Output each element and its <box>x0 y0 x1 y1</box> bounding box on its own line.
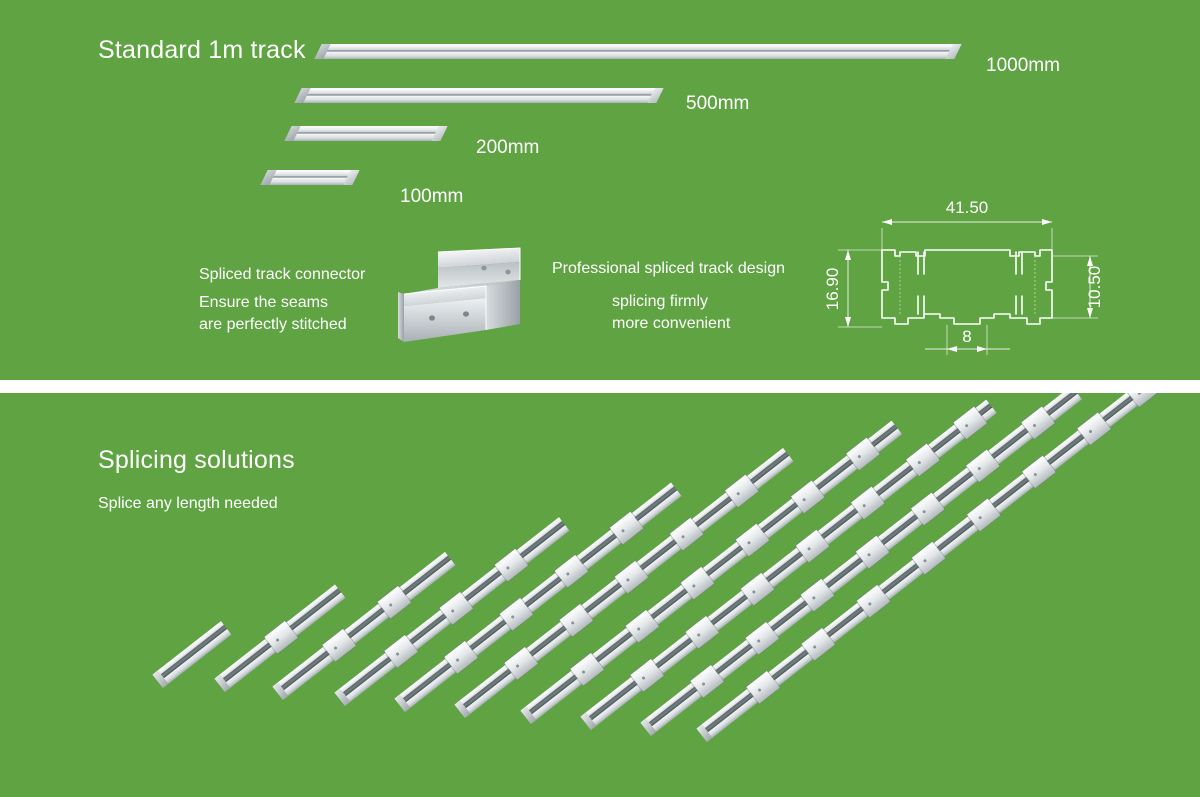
track-bottom-face <box>292 134 440 141</box>
connector-line-1: Ensure the seams <box>199 294 328 311</box>
track-label-200mm: 200mm <box>476 137 540 158</box>
track-groove <box>157 625 228 681</box>
track-label-1000mm: 1000mm <box>986 55 1060 76</box>
track-bottom-face <box>322 52 954 59</box>
dim-right-text: 10.50 <box>1085 266 1104 309</box>
track-500mm <box>294 88 664 103</box>
dim-height-text: 16.90 <box>823 268 842 311</box>
track-top-face <box>268 170 352 177</box>
track-seam <box>292 132 440 134</box>
track-top-face <box>292 126 440 133</box>
track-label-500mm: 500mm <box>686 93 750 114</box>
design-line-1: splicing firmly <box>612 293 709 310</box>
track-seam <box>302 94 656 96</box>
track-200mm <box>284 126 448 141</box>
top-panel-title: Standard 1m track <box>98 36 306 64</box>
connector-heading: Spliced track connector <box>199 266 366 283</box>
dim-bottom-text: 8 <box>962 327 971 346</box>
spliced-track-connector-illustration <box>398 247 521 342</box>
track-seam <box>322 50 954 52</box>
diagonal-track-600mm <box>454 447 794 719</box>
diagonal-track-array <box>0 393 1200 797</box>
track-100mm <box>260 170 360 185</box>
bottom-panel-subtitle: Splice any length needed <box>98 495 278 512</box>
track-seam <box>268 176 352 178</box>
bottom-panel: Splicing solutions Splice any length nee… <box>0 393 1200 797</box>
track-top-face <box>302 88 656 95</box>
design-heading: Professional spliced track design <box>552 260 786 277</box>
diagonal-track-200mm <box>214 584 346 693</box>
track-top-face <box>154 621 225 677</box>
bottom-panel-title: Splicing solutions <box>98 446 295 474</box>
dim-width-text: 41.50 <box>946 198 989 217</box>
track-top-face <box>322 44 954 51</box>
top-panel: Standard 1m track 1000mm 500mm 200m <box>0 0 1200 380</box>
track-bottom-face <box>268 178 352 185</box>
track-1000mm <box>314 44 962 59</box>
connector-line-2: are perfectly stitched <box>199 316 347 333</box>
track-label-100mm: 100mm <box>400 186 464 207</box>
profile-technical-drawing: 41.50 16.90 10.50 8 <box>823 198 1104 355</box>
track-bottom-face <box>302 96 656 103</box>
design-line-2: more convenient <box>612 315 731 332</box>
panel-divider <box>0 380 1200 393</box>
